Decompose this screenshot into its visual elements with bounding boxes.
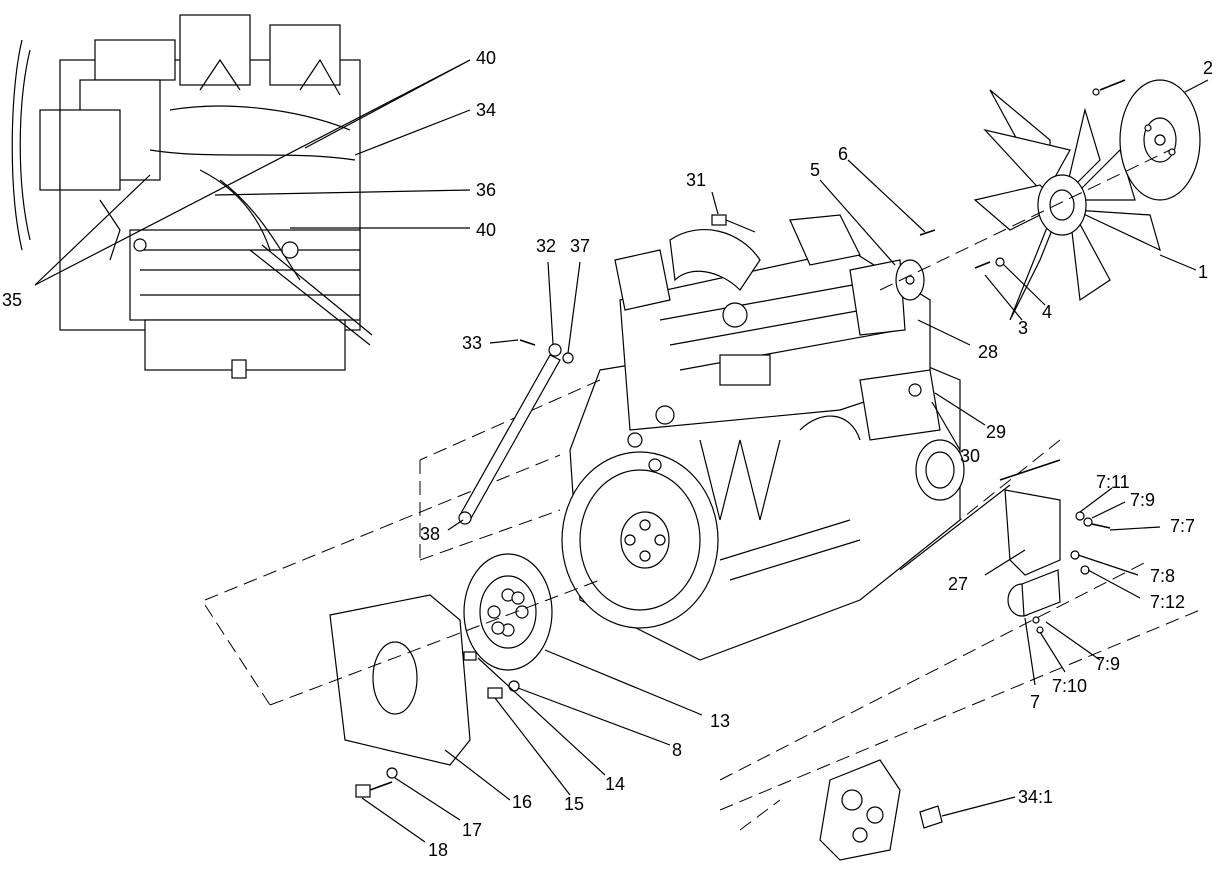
callout-7: 7 <box>1030 692 1040 712</box>
callout-29: 29 <box>986 422 1006 442</box>
callout-31: 31 <box>686 170 706 190</box>
callout-8: 8 <box>672 740 682 760</box>
callout-leaders <box>361 79 1209 843</box>
drive-coupling-assembly <box>329 553 553 798</box>
inset-engine-view <box>11 14 373 379</box>
callout-37: 37 <box>570 236 590 256</box>
callout-15: 15 <box>564 794 584 814</box>
callout-27: 27 <box>948 574 968 594</box>
callout-34: 34 <box>476 100 496 120</box>
manifold-block <box>819 759 943 861</box>
callout-5: 5 <box>810 160 820 180</box>
callout-6: 6 <box>838 144 848 164</box>
callout-13: 13 <box>710 711 730 731</box>
callout-7-12: 7:12 <box>1150 592 1185 612</box>
callout-32: 32 <box>536 236 556 256</box>
callout-16: 16 <box>512 792 532 812</box>
callout-4: 4 <box>1042 302 1052 322</box>
callout-40a: 40 <box>476 48 496 68</box>
callout-7-7: 7:7 <box>1170 516 1195 536</box>
starter-bracket-assembly <box>899 459 1111 634</box>
callout-3: 3 <box>1018 318 1028 338</box>
callout-1: 1 <box>1198 262 1208 282</box>
frame-outline <box>204 379 1201 831</box>
fan-assembly <box>895 79 1201 321</box>
callout-17: 17 <box>462 820 482 840</box>
main-engine-assembly <box>561 214 965 661</box>
callout-14: 14 <box>605 774 625 794</box>
callout-38: 38 <box>420 524 440 544</box>
callout-7-10: 7:10 <box>1052 676 1087 696</box>
callout-labels: 40 34 36 40 35 2 1 6 5 31 3 4 28 32 37 3… <box>2 48 1213 860</box>
callout-33: 33 <box>462 333 482 353</box>
support-rod <box>458 339 574 525</box>
callout-7-11: 7:11 <box>1096 472 1130 492</box>
callout-28: 28 <box>978 342 998 362</box>
callout-7-9b: 7:9 <box>1095 654 1120 674</box>
callout-34-1: 34:1 <box>1018 787 1053 807</box>
fan-centerline <box>879 149 1171 291</box>
callout-40b: 40 <box>476 220 496 240</box>
callout-30: 30 <box>960 446 980 466</box>
callout-7-9a: 7:9 <box>1130 490 1155 510</box>
callout-18: 18 <box>428 840 448 860</box>
callout-7-8: 7:8 <box>1150 566 1175 586</box>
sensor-switch <box>711 214 756 233</box>
callout-35: 35 <box>2 290 22 310</box>
callout-36: 36 <box>476 180 496 200</box>
callout-2: 2 <box>1203 58 1213 78</box>
inset-leader-lines <box>34 59 471 286</box>
